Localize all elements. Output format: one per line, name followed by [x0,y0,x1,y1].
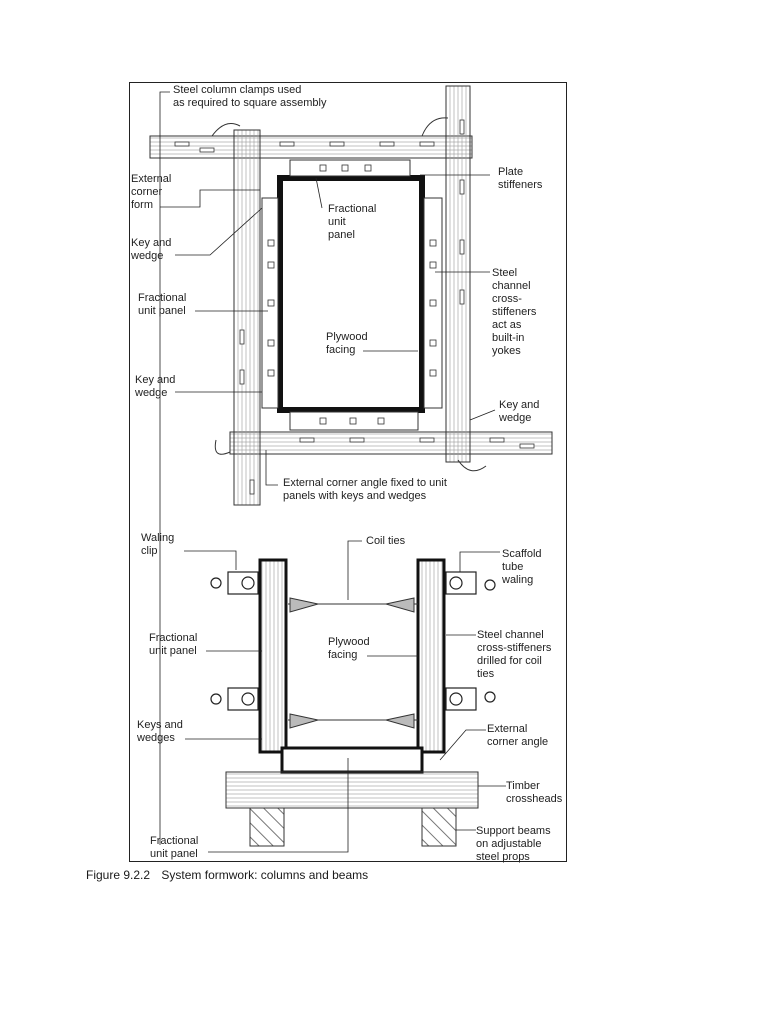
label-keys-and-wedges: Keys and wedges [137,719,183,744]
figure-frame [129,82,567,862]
label-key-and-wedge-upper: Key and wedge [131,237,172,262]
label-fractional-unit-panel-center: Fractional unit panel [328,203,377,241]
label-key-and-wedge-lower: Key and wedge [135,374,176,399]
label-scaffold-tube-waling: Scaffold tube waling [502,548,542,586]
figure-number: Figure 9.2.2 [86,868,151,882]
label-support-beams: Support beams on adjustable steel props [476,825,551,863]
label-external-corner-form: External corner form [131,173,172,211]
label-timber-crossheads: Timber crossheads [506,780,563,805]
beam-section [210,558,496,847]
column-plan [149,85,553,506]
label-steel-column-clamps: Steel column clamps used as required to … [173,84,327,109]
label-steel-channel-cross-stiffeners: Steel channel cross- stiffeners act as b… [492,267,537,357]
label-fractional-unit-panel-bottom: Fractional unit panel [150,835,199,860]
label-coil-ties: Coil ties [366,535,406,547]
label-external-corner-angle: External corner angle [487,723,549,748]
label-fractional-unit-panel-left: Fractional unit panel [138,292,187,317]
label-plate-stiffeners: Plate stiffeners [498,166,543,191]
label-steel-channel-drilled: Steel channel cross-stiffeners drilled f… [477,629,552,680]
leader-lines [159,91,506,853]
figure-caption: Figure 9.2.2 System formwork: columns an… [86,868,368,882]
label-plywood-facing-top: Plywood facing [326,331,368,356]
figure-caption-text: System formwork: columns and beams [161,868,369,882]
label-external-corner-angle-fixed: External corner angle fixed to unit pane… [283,477,447,502]
label-plywood-facing-beam: Plywood facing [328,636,370,661]
label-waling-clip: Waling clip [141,532,175,557]
label-key-and-wedge-right: Key and wedge [499,399,540,424]
label-fractional-unit-panel-beam: Fractional unit panel [149,632,198,657]
